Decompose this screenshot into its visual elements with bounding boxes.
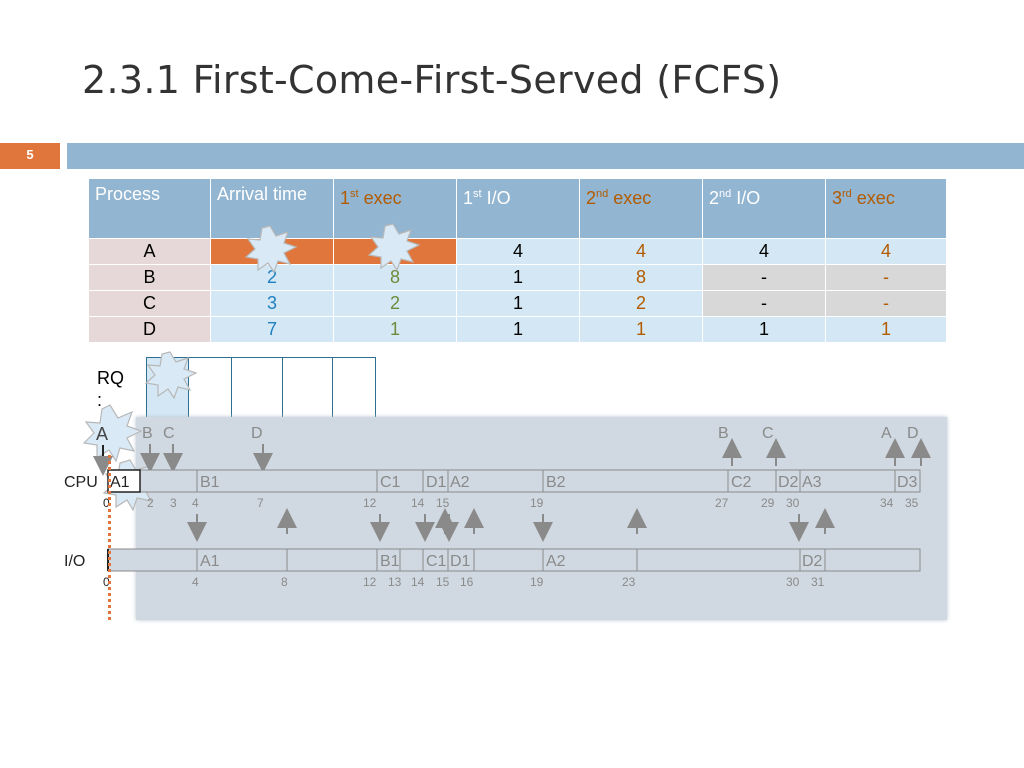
tick-label: 19	[530, 575, 544, 589]
io-segment-label: B1	[380, 553, 400, 570]
cell-3rd-exec: -	[825, 290, 947, 317]
completion-label: C	[762, 425, 774, 442]
tick-label: 35	[905, 496, 919, 510]
tick-label: 34	[880, 496, 894, 510]
io-bar: A1 B1 C1 D1 A2 D2	[107, 548, 921, 572]
cell-arrival: 7	[210, 316, 334, 343]
header-3rd-exec: 3rd exec	[825, 178, 947, 239]
tick-label: 12	[363, 496, 377, 510]
io-dividers	[196, 549, 826, 571]
cpu-segment-label: B1	[200, 474, 220, 491]
cpu-segment-label: D2	[778, 474, 799, 491]
cell-2nd-io: -	[702, 290, 826, 317]
gantt-panel	[136, 417, 947, 620]
current-time-marker	[108, 455, 111, 620]
cpu-dividers	[196, 470, 896, 492]
tick-label: 14	[411, 575, 425, 589]
process-table: Process Arrival time 1st exec 1st I/O 2n…	[88, 178, 947, 343]
ready-queue-label: RQ :	[97, 368, 124, 410]
cell-2nd-io: -	[702, 264, 826, 291]
cell-3rd-exec: 1	[825, 316, 947, 343]
rq-cell	[283, 358, 333, 422]
cell-1st-exec: 2	[333, 290, 457, 317]
cpu-segment-label: C2	[731, 474, 752, 491]
io-segment-label: A1	[200, 553, 220, 570]
cpu-segment-label: D1	[426, 474, 447, 491]
cpu-segment-label: C1	[380, 474, 401, 491]
tick-label: 15	[436, 575, 450, 589]
cpu-bar: A1 B1 C1 D1 A2 B2 C2 D2 A3 D3	[107, 469, 921, 493]
cell-1st-io: 1	[456, 316, 580, 343]
cell-process: A	[88, 238, 211, 265]
header-2nd-io: 2nd I/O	[702, 178, 826, 239]
arrival-label: B	[142, 425, 153, 442]
tick-label: 16	[460, 575, 474, 589]
io-segment-label: C1	[426, 553, 447, 570]
cell-2nd-io: 1	[702, 316, 826, 343]
cell-3rd-exec: 4	[825, 238, 947, 265]
cell-2nd-exec: 2	[579, 290, 703, 317]
tick-label: 23	[622, 575, 636, 589]
tick-label: 0	[103, 496, 110, 510]
tick-label: 3	[170, 496, 177, 510]
tick-label: 2	[147, 496, 154, 510]
io-segment-label: D1	[450, 553, 471, 570]
title-bar	[67, 143, 1024, 169]
arrival-label: A	[96, 424, 108, 444]
tick-label: 14	[411, 496, 425, 510]
cpu-segment-label: A1	[110, 474, 130, 491]
rq-cell	[189, 358, 232, 422]
cell-process: D	[88, 316, 211, 343]
cell-2nd-io: 4	[702, 238, 826, 265]
cpu-label: CPU	[64, 474, 98, 491]
tick-label: 15	[436, 496, 450, 510]
cpu-segment-label: A2	[450, 474, 470, 491]
tick-label: 13	[388, 575, 402, 589]
cell-3rd-exec: -	[825, 264, 947, 291]
arrival-label: D	[251, 425, 263, 442]
tick-label: 8	[281, 575, 288, 589]
tick-label: 19	[530, 496, 544, 510]
cell-process: B	[88, 264, 211, 291]
completion-label: A	[881, 425, 892, 442]
tick-label: 4	[192, 496, 199, 510]
io-label: I/O	[64, 553, 85, 570]
tick-label: 30	[786, 496, 800, 510]
cpu-ticks: 0 2 3 4 7 12 14 15 19 27 29 30 34 35	[103, 496, 919, 510]
rq-cell	[232, 358, 283, 422]
arrow-group	[93, 438, 931, 542]
cell-1st-exec: 1	[333, 316, 457, 343]
io-ticks: 0 4 8 12 13 14 15 16 19 23 30 31	[103, 575, 825, 589]
cell-1st-io: 1	[456, 290, 580, 317]
tick-label: 27	[715, 496, 729, 510]
io-segment-label: A2	[546, 553, 566, 570]
header-process: Process	[88, 178, 211, 239]
table-row: C 3 2 1 2 - -	[88, 290, 947, 317]
tick-label: 4	[192, 575, 199, 589]
cpu-segment-label: D3	[897, 474, 918, 491]
slide-title: 2.3.1 First-Come-First-Served (FCFS)	[82, 58, 782, 102]
tick-label: 12	[363, 575, 377, 589]
completion-label: D	[907, 425, 919, 442]
tick-label: 0	[103, 575, 110, 589]
tick-label: 31	[811, 575, 825, 589]
io-track	[107, 548, 921, 572]
cell-1st-io: 4	[456, 238, 580, 265]
slide-number: 5	[0, 143, 60, 169]
cpu-segment-label: B2	[546, 474, 566, 491]
cpu-segment-label: A3	[802, 474, 822, 491]
tick-label: 7	[257, 496, 264, 510]
io-segment-label: D2	[802, 553, 823, 570]
tick-label: 30	[786, 575, 800, 589]
completion-label: B	[718, 425, 729, 442]
cell-2nd-exec: 1	[579, 316, 703, 343]
cell-process: C	[88, 290, 211, 317]
cell-arrival: 3	[210, 290, 334, 317]
cell-2nd-exec: 4	[579, 238, 703, 265]
table-row: D 7 1 1 1 1 1	[88, 316, 947, 343]
tick-label: 29	[761, 496, 775, 510]
starburst-highlight	[82, 223, 421, 512]
arrival-label: C	[163, 425, 175, 442]
